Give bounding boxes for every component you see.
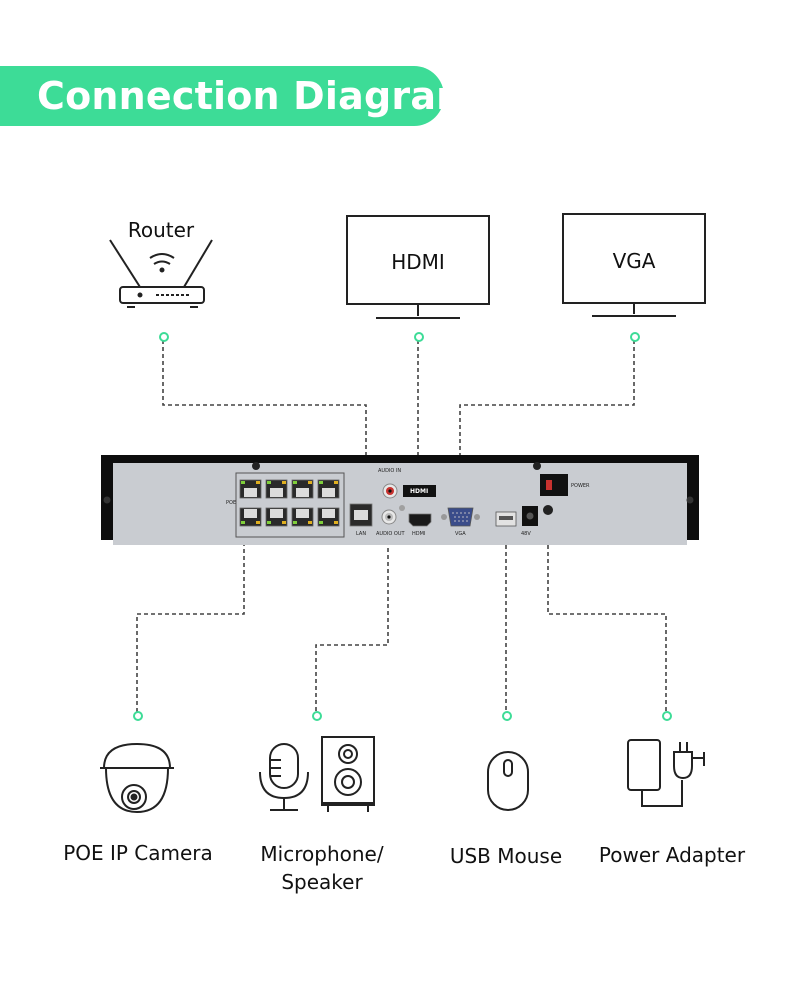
- poe-port-block: [235, 472, 345, 538]
- vga-label: VGA: [612, 249, 656, 273]
- power-connector: [662, 711, 672, 721]
- poe-label: POE: [226, 500, 237, 506]
- mic-label-line2: Speaker: [281, 870, 363, 894]
- hdmi-connector: [414, 332, 424, 342]
- voltage-label: 48V: [521, 531, 531, 537]
- power-switch: [540, 474, 568, 496]
- power-switch-label: POWER: [571, 483, 590, 489]
- lan-port: [349, 503, 373, 527]
- vga-monitor-icon: [562, 213, 706, 317]
- speaker-connector: [312, 711, 322, 721]
- hdmi-port: [408, 513, 432, 527]
- router-label: Router: [127, 218, 195, 242]
- hdmi-label: HDMI: [391, 250, 445, 274]
- speaker-line: [315, 520, 389, 714]
- vga-port-label: VGA: [455, 531, 466, 537]
- usb-port: [495, 511, 517, 527]
- ground-screw: [543, 505, 553, 515]
- mic-label-line1: Microphone/: [260, 842, 384, 866]
- camera-label: POE IP Camera: [63, 841, 213, 865]
- audio-in-jack: [382, 483, 398, 499]
- power-line: [547, 510, 667, 714]
- audio-in-label: AUDIO IN: [378, 468, 402, 474]
- hdmi-monitor-icon: [346, 215, 490, 319]
- router-connector: [159, 332, 169, 342]
- lan-label: LAN: [356, 531, 367, 537]
- camera-line: [136, 535, 245, 714]
- microphone-icon: [259, 743, 309, 811]
- mouse-label: USB Mouse: [449, 844, 563, 868]
- power-adapter-icon: [627, 739, 705, 807]
- speaker-icon: [321, 736, 375, 812]
- dc-power-port: [522, 506, 538, 526]
- camera-icon: [100, 742, 174, 814]
- hdmi-logo: [403, 485, 436, 497]
- camera-connector: [133, 711, 143, 721]
- audio-out-jack: [381, 505, 405, 525]
- power-label: Power Adapter: [598, 843, 746, 867]
- nvr-device: [101, 455, 699, 545]
- vga-port: [441, 507, 480, 527]
- title-banner: [0, 66, 444, 126]
- hdmi-logo-text: HDMI: [410, 488, 429, 495]
- hdmi-port-label: HDMI: [412, 531, 426, 537]
- mouse-icon: [487, 751, 529, 811]
- vga-connector: [630, 332, 640, 342]
- router-icon: [109, 239, 213, 308]
- mouse-connector: [502, 711, 512, 721]
- page-title: Connection Diagram: [37, 74, 476, 118]
- audio-out-label: AUDIO OUT: [376, 531, 405, 537]
